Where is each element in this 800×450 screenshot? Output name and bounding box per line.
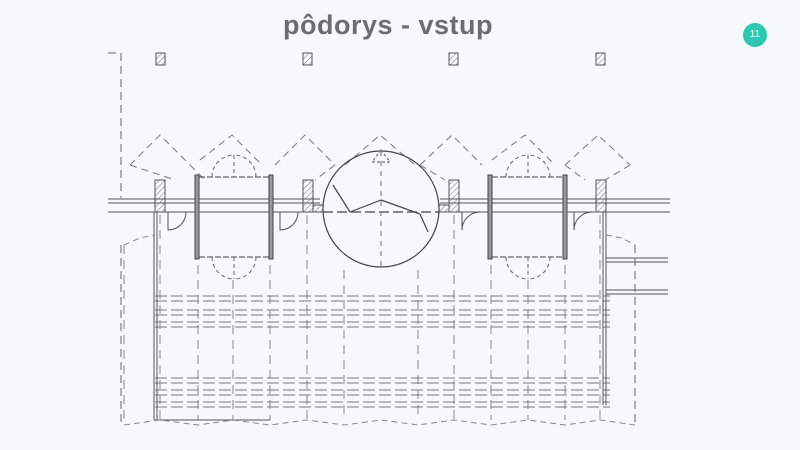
column <box>302 52 313 66</box>
column <box>595 179 607 213</box>
page-number-badge: 11 <box>743 23 767 47</box>
revolving-door <box>322 149 440 268</box>
door-swings <box>211 154 551 280</box>
column <box>302 179 314 213</box>
column <box>448 52 459 66</box>
outer-boundary <box>108 52 636 425</box>
lower-boundary <box>123 234 636 426</box>
canopy-outline <box>129 134 631 181</box>
wall-line <box>108 198 670 213</box>
building-edges <box>153 212 668 421</box>
column <box>438 204 450 213</box>
column <box>312 204 324 213</box>
wall-columns <box>154 179 607 213</box>
grid-lines-vertical <box>123 215 601 425</box>
slide-title: pôdorys - vstup <box>282 10 493 40</box>
top-columns <box>155 52 606 66</box>
column <box>595 52 606 66</box>
horizontal-bands <box>155 295 610 408</box>
vestibules <box>194 174 568 260</box>
column <box>155 52 166 66</box>
column <box>448 179 460 213</box>
column <box>154 179 166 213</box>
side-doors <box>167 211 593 231</box>
